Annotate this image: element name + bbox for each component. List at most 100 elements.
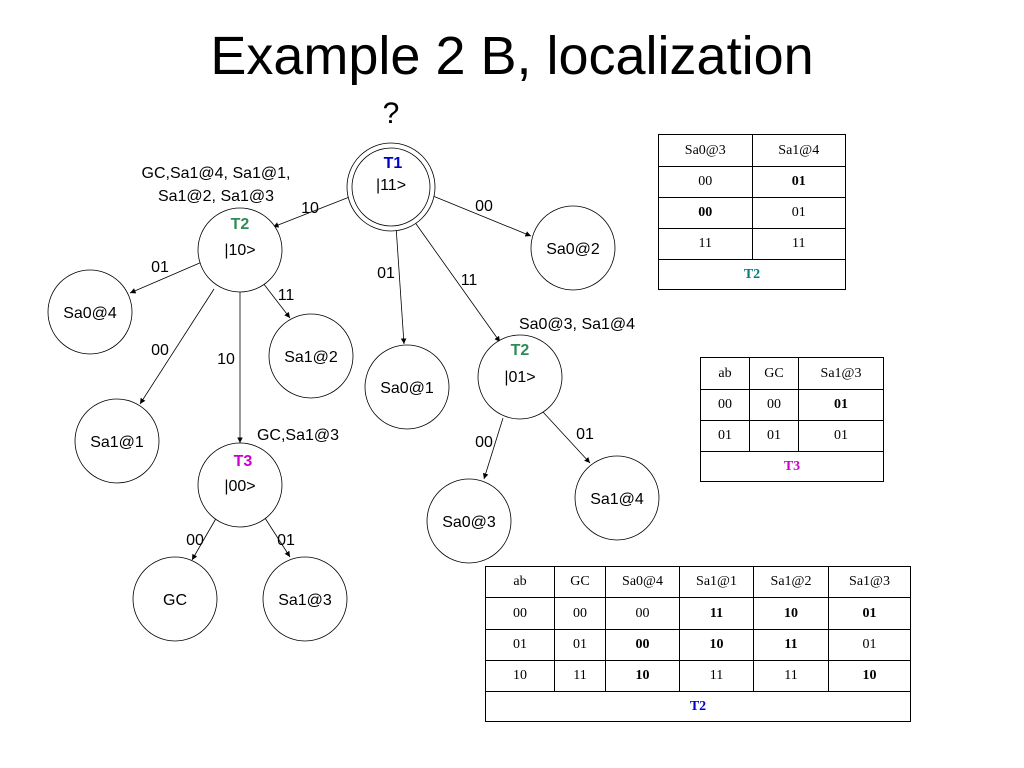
table-header-cell: ab <box>485 566 555 598</box>
table-header-cell: Sa1@3 <box>828 566 911 598</box>
edge-label-n10-sa1-2: 11 <box>278 287 295 304</box>
table-cell: 00 <box>658 166 753 198</box>
table-row: 00 00 01 <box>700 389 884 421</box>
table-cell: 01 <box>700 420 750 452</box>
node-n00-tag: T3 <box>234 453 253 470</box>
node-root-inner <box>351 147 431 227</box>
edge-label-n10-sa1-1: 00 <box>151 342 169 359</box>
node-sa0-2-label: Sa0@2 <box>546 241 600 258</box>
node-n00 <box>197 442 283 528</box>
edge-n01-sa1-4 <box>542 411 591 464</box>
table-cell: 01 <box>749 420 799 452</box>
node-n01-state: |01> <box>504 369 535 386</box>
edge-label-n10-sa0-4: 01 <box>151 259 169 276</box>
node-sa0-3 <box>426 478 512 564</box>
table-t2-top: Sa0@3 Sa1@4 00 01 00 01 11 11 T2 <box>658 134 846 290</box>
table-header-cell: Sa0@3 <box>658 134 753 167</box>
table-header-cell: Sa1@1 <box>679 566 754 598</box>
table-header-cell: GC <box>749 357 799 390</box>
table-cell: 11 <box>753 660 829 692</box>
node-sa0-4-label: Sa0@4 <box>63 305 117 322</box>
node-sa1-4 <box>574 455 660 541</box>
annotation-n10-line1: GC,Sa1@4, Sa1@1, <box>142 165 291 182</box>
question-mark: ? <box>383 97 400 130</box>
table-caption: T3 <box>700 451 884 482</box>
table-header-cell: Sa1@3 <box>798 357 884 390</box>
table-cell: 01 <box>798 389 884 421</box>
table-cell: 11 <box>554 660 606 692</box>
table-row: 00 01 <box>658 166 846 198</box>
table-cell: 10 <box>485 660 555 692</box>
table-cell: 00 <box>658 197 753 229</box>
table-row: 11 11 <box>658 228 846 260</box>
node-gc-label: GC <box>163 592 187 609</box>
table-cell: 00 <box>700 389 750 421</box>
node-n01-tag: T2 <box>511 342 530 359</box>
edge-label-root-sa0-2: 00 <box>475 198 493 215</box>
node-sa1-4-label: Sa1@4 <box>590 491 644 508</box>
edge-label-root-sa0-1: 01 <box>377 265 395 282</box>
table-row: 01 01 01 <box>700 420 884 452</box>
node-sa0-1-label: Sa0@1 <box>380 380 434 397</box>
annotation-n10-line2: Sa1@2, Sa1@3 <box>158 188 274 205</box>
table-cell: 01 <box>828 597 911 630</box>
edge-root-sa0-2 <box>432 195 532 237</box>
table-cell: 11 <box>753 629 829 661</box>
node-root-tag: T1 <box>384 155 403 172</box>
table-cell: 01 <box>828 629 911 661</box>
table-header-cell: ab <box>700 357 750 390</box>
table-cell: 00 <box>554 597 606 630</box>
edge-n01-sa0-3 <box>482 417 504 480</box>
table-cell: 01 <box>485 629 555 661</box>
edge-n10-sa1-2 <box>262 282 291 319</box>
node-n10-tag: T2 <box>231 216 250 233</box>
table-cell: 10 <box>753 597 829 630</box>
edge-n00-gc <box>191 514 219 561</box>
table-caption: T2 <box>658 259 846 290</box>
node-n10-state: |10> <box>224 242 255 259</box>
node-sa0-4 <box>47 269 133 355</box>
table-caption: T2 <box>485 691 911 722</box>
table-cell: 00 <box>605 597 680 630</box>
node-sa1-1-label: Sa1@1 <box>90 434 144 451</box>
table-row: 01 01 00 10 11 01 <box>485 629 911 661</box>
edge-label-n00-sa1-3: 01 <box>277 532 295 549</box>
node-sa0-3-label: Sa0@3 <box>442 514 496 531</box>
edge-n10-sa0-4 <box>129 261 203 294</box>
table-cell: 01 <box>798 420 884 452</box>
edge-label-n01-sa1-4: 01 <box>576 426 594 443</box>
edge-root-n01 <box>413 220 501 343</box>
annotation-n00: GC,Sa1@3 <box>257 427 339 444</box>
node-sa1-2 <box>268 313 354 399</box>
table-header-cell: GC <box>554 566 606 598</box>
table-cell: 01 <box>751 197 846 229</box>
node-gc <box>132 556 218 642</box>
table-row: 10 11 10 11 11 10 <box>485 660 911 692</box>
node-n01 <box>477 334 563 420</box>
table-cell: 11 <box>658 228 753 260</box>
node-sa0-2 <box>530 205 616 291</box>
table-cell: 10 <box>679 629 754 661</box>
node-sa1-3-label: Sa1@3 <box>278 592 332 609</box>
node-sa1-3 <box>262 556 348 642</box>
table-cell: 01 <box>554 629 606 661</box>
table-row: 00 00 00 11 10 01 <box>485 597 911 630</box>
table-t2-bottom: ab GC Sa0@4 Sa1@1 Sa1@2 Sa1@3 00 00 00 1… <box>485 566 911 722</box>
table-header-cell: Sa1@4 <box>751 134 846 167</box>
edge-n10-sa1-1 <box>139 288 215 405</box>
edge-root-sa0-1 <box>395 225 407 345</box>
edge-n00-sa1-3 <box>264 517 291 558</box>
node-sa0-1 <box>364 344 450 430</box>
table-row: 00 01 <box>658 197 846 229</box>
node-n00-state: |00> <box>224 478 255 495</box>
node-n10 <box>197 207 283 293</box>
edge-label-n01-sa0-3: 00 <box>475 434 493 451</box>
edge-label-root-n10: 10 <box>301 200 319 217</box>
node-root-state: |11> <box>376 177 406 194</box>
edge-root-n10 <box>272 195 353 228</box>
edge-label-n10-n00: 10 <box>217 351 235 368</box>
table-cell: 11 <box>679 660 754 692</box>
table-cell: 11 <box>751 228 846 260</box>
table-cell: 00 <box>605 629 680 661</box>
table-cell: 01 <box>751 166 846 198</box>
